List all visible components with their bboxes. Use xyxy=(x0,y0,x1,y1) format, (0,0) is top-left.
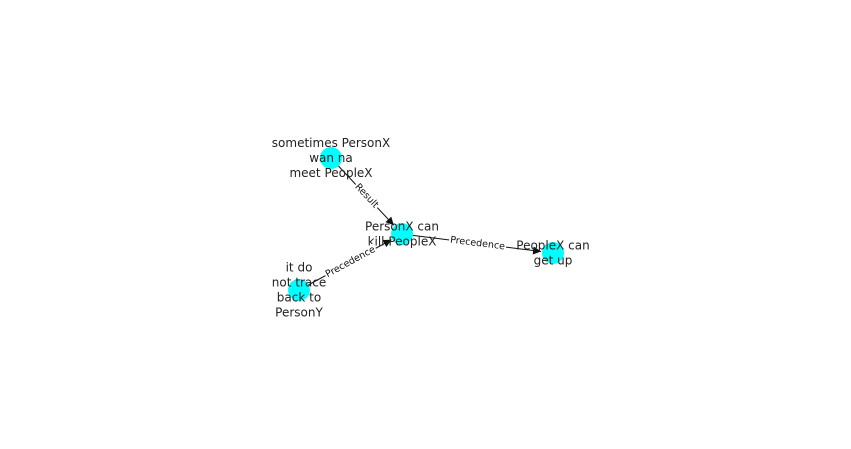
node-label-line: wan na xyxy=(309,151,353,165)
node-label-line: kill PeopleX xyxy=(368,235,437,249)
graph-node xyxy=(542,242,564,264)
edge-label-group: Result xyxy=(351,180,382,212)
node-label-line: not trace xyxy=(272,276,326,290)
node-label-line: PersonX can xyxy=(365,220,439,234)
node-label-line: sometimes PersonX xyxy=(272,136,390,150)
node-label-line: back to xyxy=(277,291,321,305)
node-label-line: get up xyxy=(534,254,573,268)
node-label-line: it do xyxy=(286,261,313,275)
graph-node xyxy=(288,279,310,301)
nodes-layer xyxy=(288,147,564,301)
graph-node xyxy=(320,147,342,169)
edge-label-background xyxy=(351,180,382,212)
edge-label-background xyxy=(322,243,379,281)
node-label-line: PeopleX can xyxy=(516,239,589,253)
node-label-line: PersonY xyxy=(275,306,323,320)
graph-node xyxy=(391,223,413,245)
edge-label: Precedence xyxy=(324,244,378,280)
edge-label: Precedence xyxy=(449,235,505,253)
edge-label-group: Precedence xyxy=(448,234,507,253)
edge-label-background xyxy=(448,234,507,253)
node-label-line: meet PeopleX xyxy=(289,166,372,180)
edge-label: Result xyxy=(352,182,380,211)
edge-label-group: Precedence xyxy=(322,243,379,281)
